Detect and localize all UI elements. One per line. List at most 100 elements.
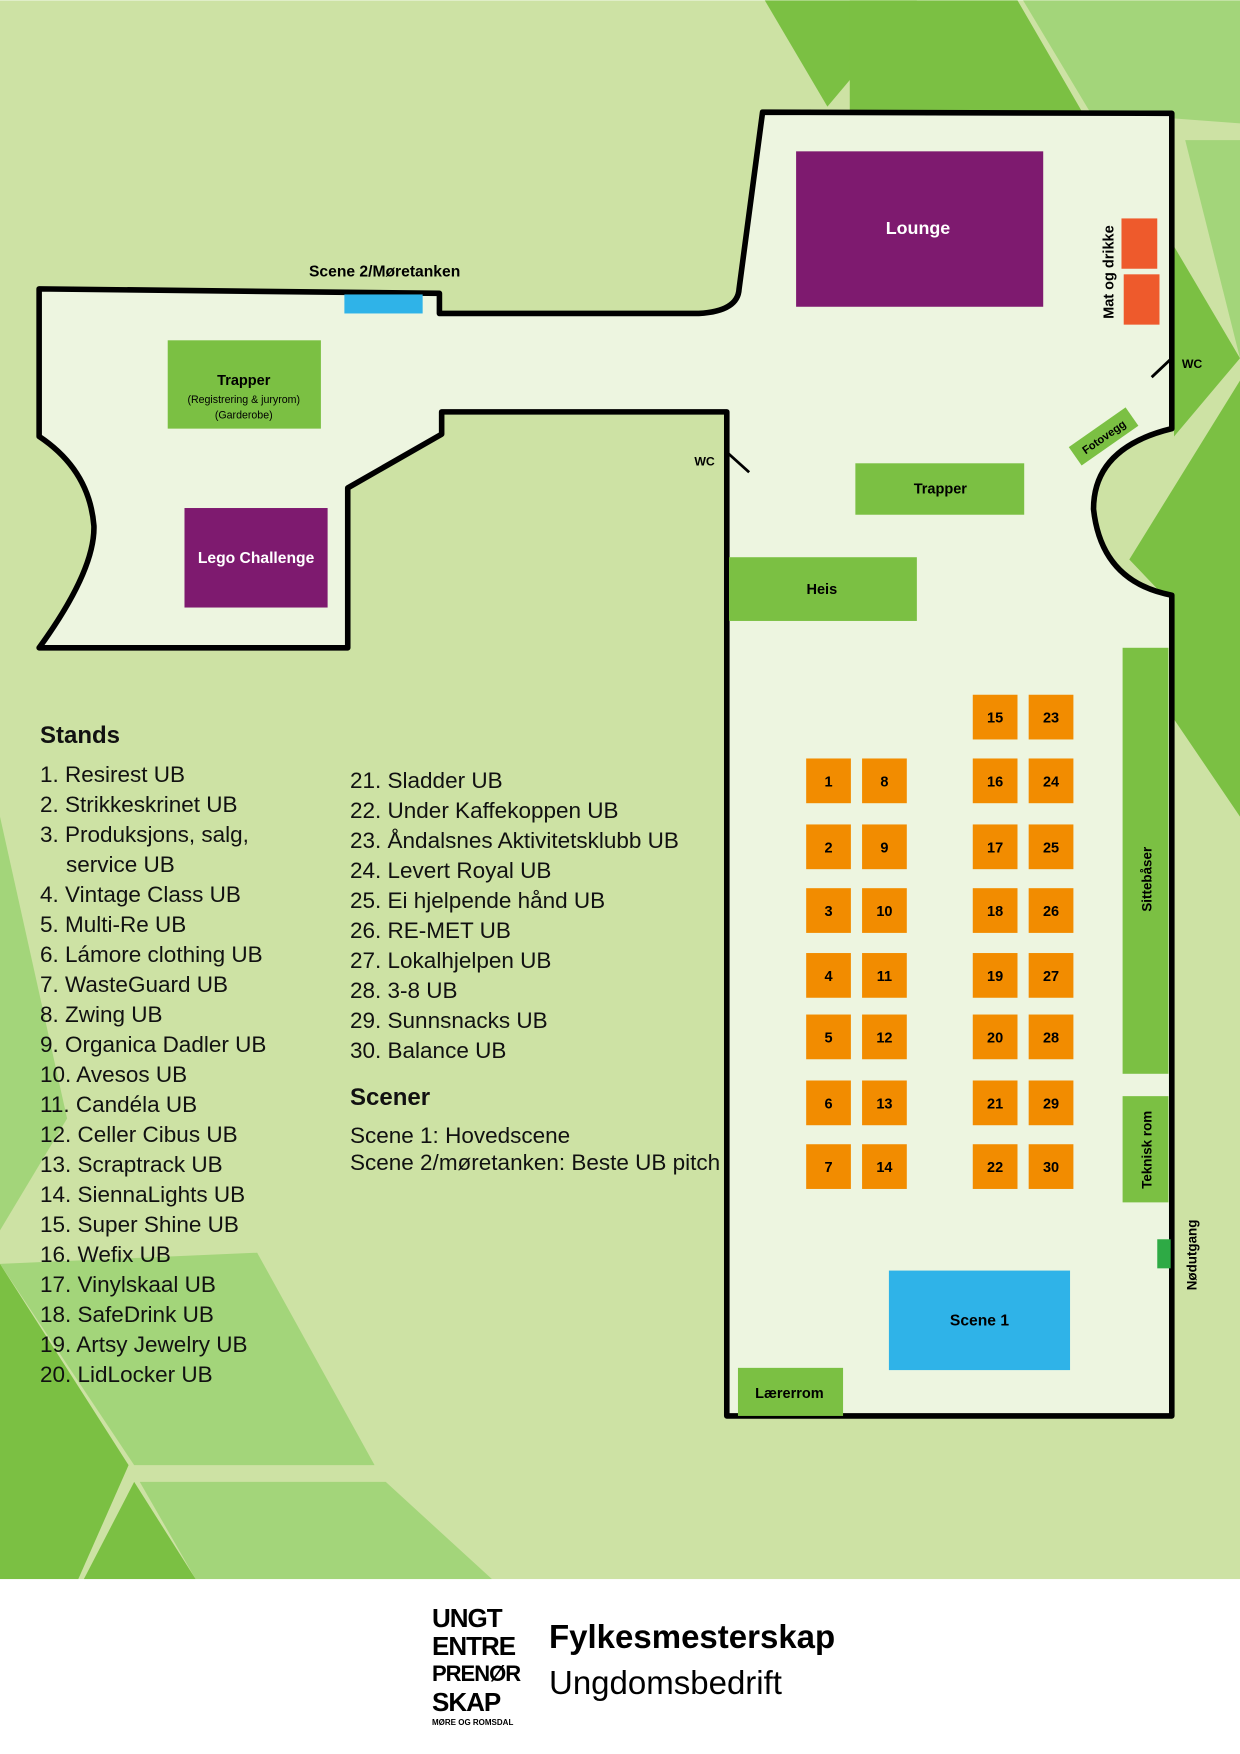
photo-wall	[1068, 407, 1139, 466]
trapper-left-label: Trapper	[217, 373, 271, 389]
stand-12	[862, 1014, 907, 1060]
stand-legend-item: 11. Candéla UB	[40, 1092, 198, 1117]
lego-challenge-room	[184, 508, 328, 608]
stand-number: 22	[987, 1160, 1003, 1176]
stand-legend-item: 27. Lokalhjelpen UB	[350, 948, 552, 973]
stand-legend-item: 22. Under Kaffekoppen UB	[350, 798, 619, 823]
lounge-label: Lounge	[886, 218, 951, 238]
stand-20	[972, 1014, 1018, 1060]
stand-11	[862, 953, 907, 998]
stand-number: 16	[987, 774, 1003, 790]
stand-number: 29	[1043, 1096, 1059, 1112]
stand-14	[862, 1144, 907, 1189]
stand-9	[862, 824, 907, 870]
stand-legend-item: 29. Sunnsnacks UB	[350, 1008, 548, 1033]
ue-logo: UNGT ENTRE PRENØR SKAP MØRE OG ROMSDAL	[432, 1604, 532, 1728]
stand-legend-item: 17. Vinylskaal UB	[40, 1272, 216, 1297]
stand-legend-item: 3. Produksjons, salg,	[40, 822, 249, 847]
stand-2	[806, 824, 851, 870]
stand-10	[862, 888, 907, 933]
stand-legend-item: 14. SiennaLights UB	[40, 1182, 246, 1207]
stand-30	[1028, 1144, 1074, 1189]
stand-legend-item: 5. Multi-Re UB	[40, 912, 187, 937]
stand-number: 1	[824, 774, 832, 790]
scene1-label: Scene 1	[950, 1312, 1009, 1329]
stand-legend-item: 7. WasteGuard UB	[40, 972, 228, 997]
stands-title: Stands	[40, 722, 121, 749]
lounge-room	[796, 151, 1044, 307]
stand-number: 17	[987, 840, 1003, 856]
stand-number: 13	[876, 1096, 892, 1112]
stand-number: 11	[877, 969, 892, 985]
background-shapes	[0, 0, 1240, 1580]
logo-line: UNGT	[432, 1603, 503, 1633]
stand-number: 9	[880, 840, 888, 856]
footer-title: Fylkesmesterskap	[549, 1618, 836, 1655]
trapper-left-sub1: (Registrering & juryrom)	[187, 394, 300, 406]
technical-room-label: Teknisk rom	[1140, 1111, 1155, 1189]
stand-4	[806, 953, 851, 998]
stand-number: 14	[876, 1160, 892, 1176]
stand-29	[1028, 1080, 1074, 1126]
stand-number: 6	[824, 1096, 832, 1112]
stand-legend-item: 9. Organica Dadler UB	[40, 1032, 267, 1057]
stand-8	[862, 758, 907, 804]
stand-number: 26	[1043, 904, 1059, 920]
stand-number: 15	[987, 711, 1003, 727]
stand-number: 20	[987, 1030, 1003, 1046]
scener-title: Scener	[350, 1084, 431, 1111]
scene2-label: Scene 2/Møretanken	[309, 264, 460, 281]
stand-number: 3	[824, 904, 832, 920]
stand-legend-item: 21. Sladder UB	[350, 768, 503, 793]
stand-13	[862, 1080, 907, 1126]
logo-line: SKAP	[432, 1687, 501, 1717]
stand-22	[972, 1144, 1018, 1189]
seating-booths	[1122, 647, 1169, 1074]
stand-legend-item: 25. Ei hjelpende hånd UB	[350, 888, 606, 913]
food-stand-1	[1121, 218, 1158, 269]
wc-left-door	[725, 451, 751, 474]
wc-right-door	[1150, 357, 1173, 379]
footer-background	[0, 1579, 1240, 1754]
scener-item: Scene 1: Hovedscene	[350, 1123, 571, 1148]
stand-number: 2	[824, 840, 832, 856]
stand-legend-item: 16. Wefix UB	[40, 1242, 171, 1267]
stand-16	[972, 758, 1018, 804]
stand-legend-item: 6. Lámore clothing UB	[40, 942, 263, 967]
stand-number: 12	[876, 1030, 892, 1046]
stand-number: 18	[987, 904, 1003, 920]
stand-legend-item: service UB	[66, 852, 175, 877]
stand-number: 23	[1043, 711, 1059, 727]
trapper-left-sub2: (Garderobe)	[215, 410, 273, 422]
emergency-exit	[1157, 1239, 1171, 1269]
stand-19	[972, 953, 1018, 998]
wc-left-label: WC	[694, 455, 715, 469]
stand-legend-item: 1. Resirest UB	[40, 762, 186, 787]
stand-grid: 1234567891011121314151617181920212223242…	[806, 694, 1074, 1189]
stand-23	[1028, 694, 1074, 740]
stand-legend-item: 10. Avesos UB	[40, 1062, 188, 1087]
stand-6	[806, 1080, 851, 1126]
stand-18	[972, 888, 1018, 933]
stand-legend-item: 26. RE-MET UB	[350, 918, 511, 943]
trapper-registration-room	[167, 340, 321, 429]
stand-3	[806, 888, 851, 933]
stand-26	[1028, 888, 1074, 933]
logo-line: ENTRE	[432, 1631, 516, 1661]
teachers-room	[737, 1367, 844, 1416]
trapper-right	[855, 463, 1025, 515]
stand-legend-item: 30. Balance UB	[350, 1038, 507, 1063]
stand-legend-item: 19. Artsy Jewelry UB	[40, 1332, 248, 1357]
stand-21	[972, 1080, 1018, 1126]
lego-challenge-label: Lego Challenge	[198, 550, 315, 567]
stand-25	[1028, 824, 1074, 870]
food-stand-2	[1123, 274, 1160, 325]
stand-1	[806, 758, 851, 804]
trapper-right-label: Trapper	[914, 481, 968, 497]
stand-number: 7	[824, 1160, 832, 1176]
stand-number: 27	[1043, 969, 1059, 985]
stand-legend-item: 2. Strikkeskrinet UB	[40, 792, 238, 817]
stand-number: 21	[987, 1096, 1003, 1112]
